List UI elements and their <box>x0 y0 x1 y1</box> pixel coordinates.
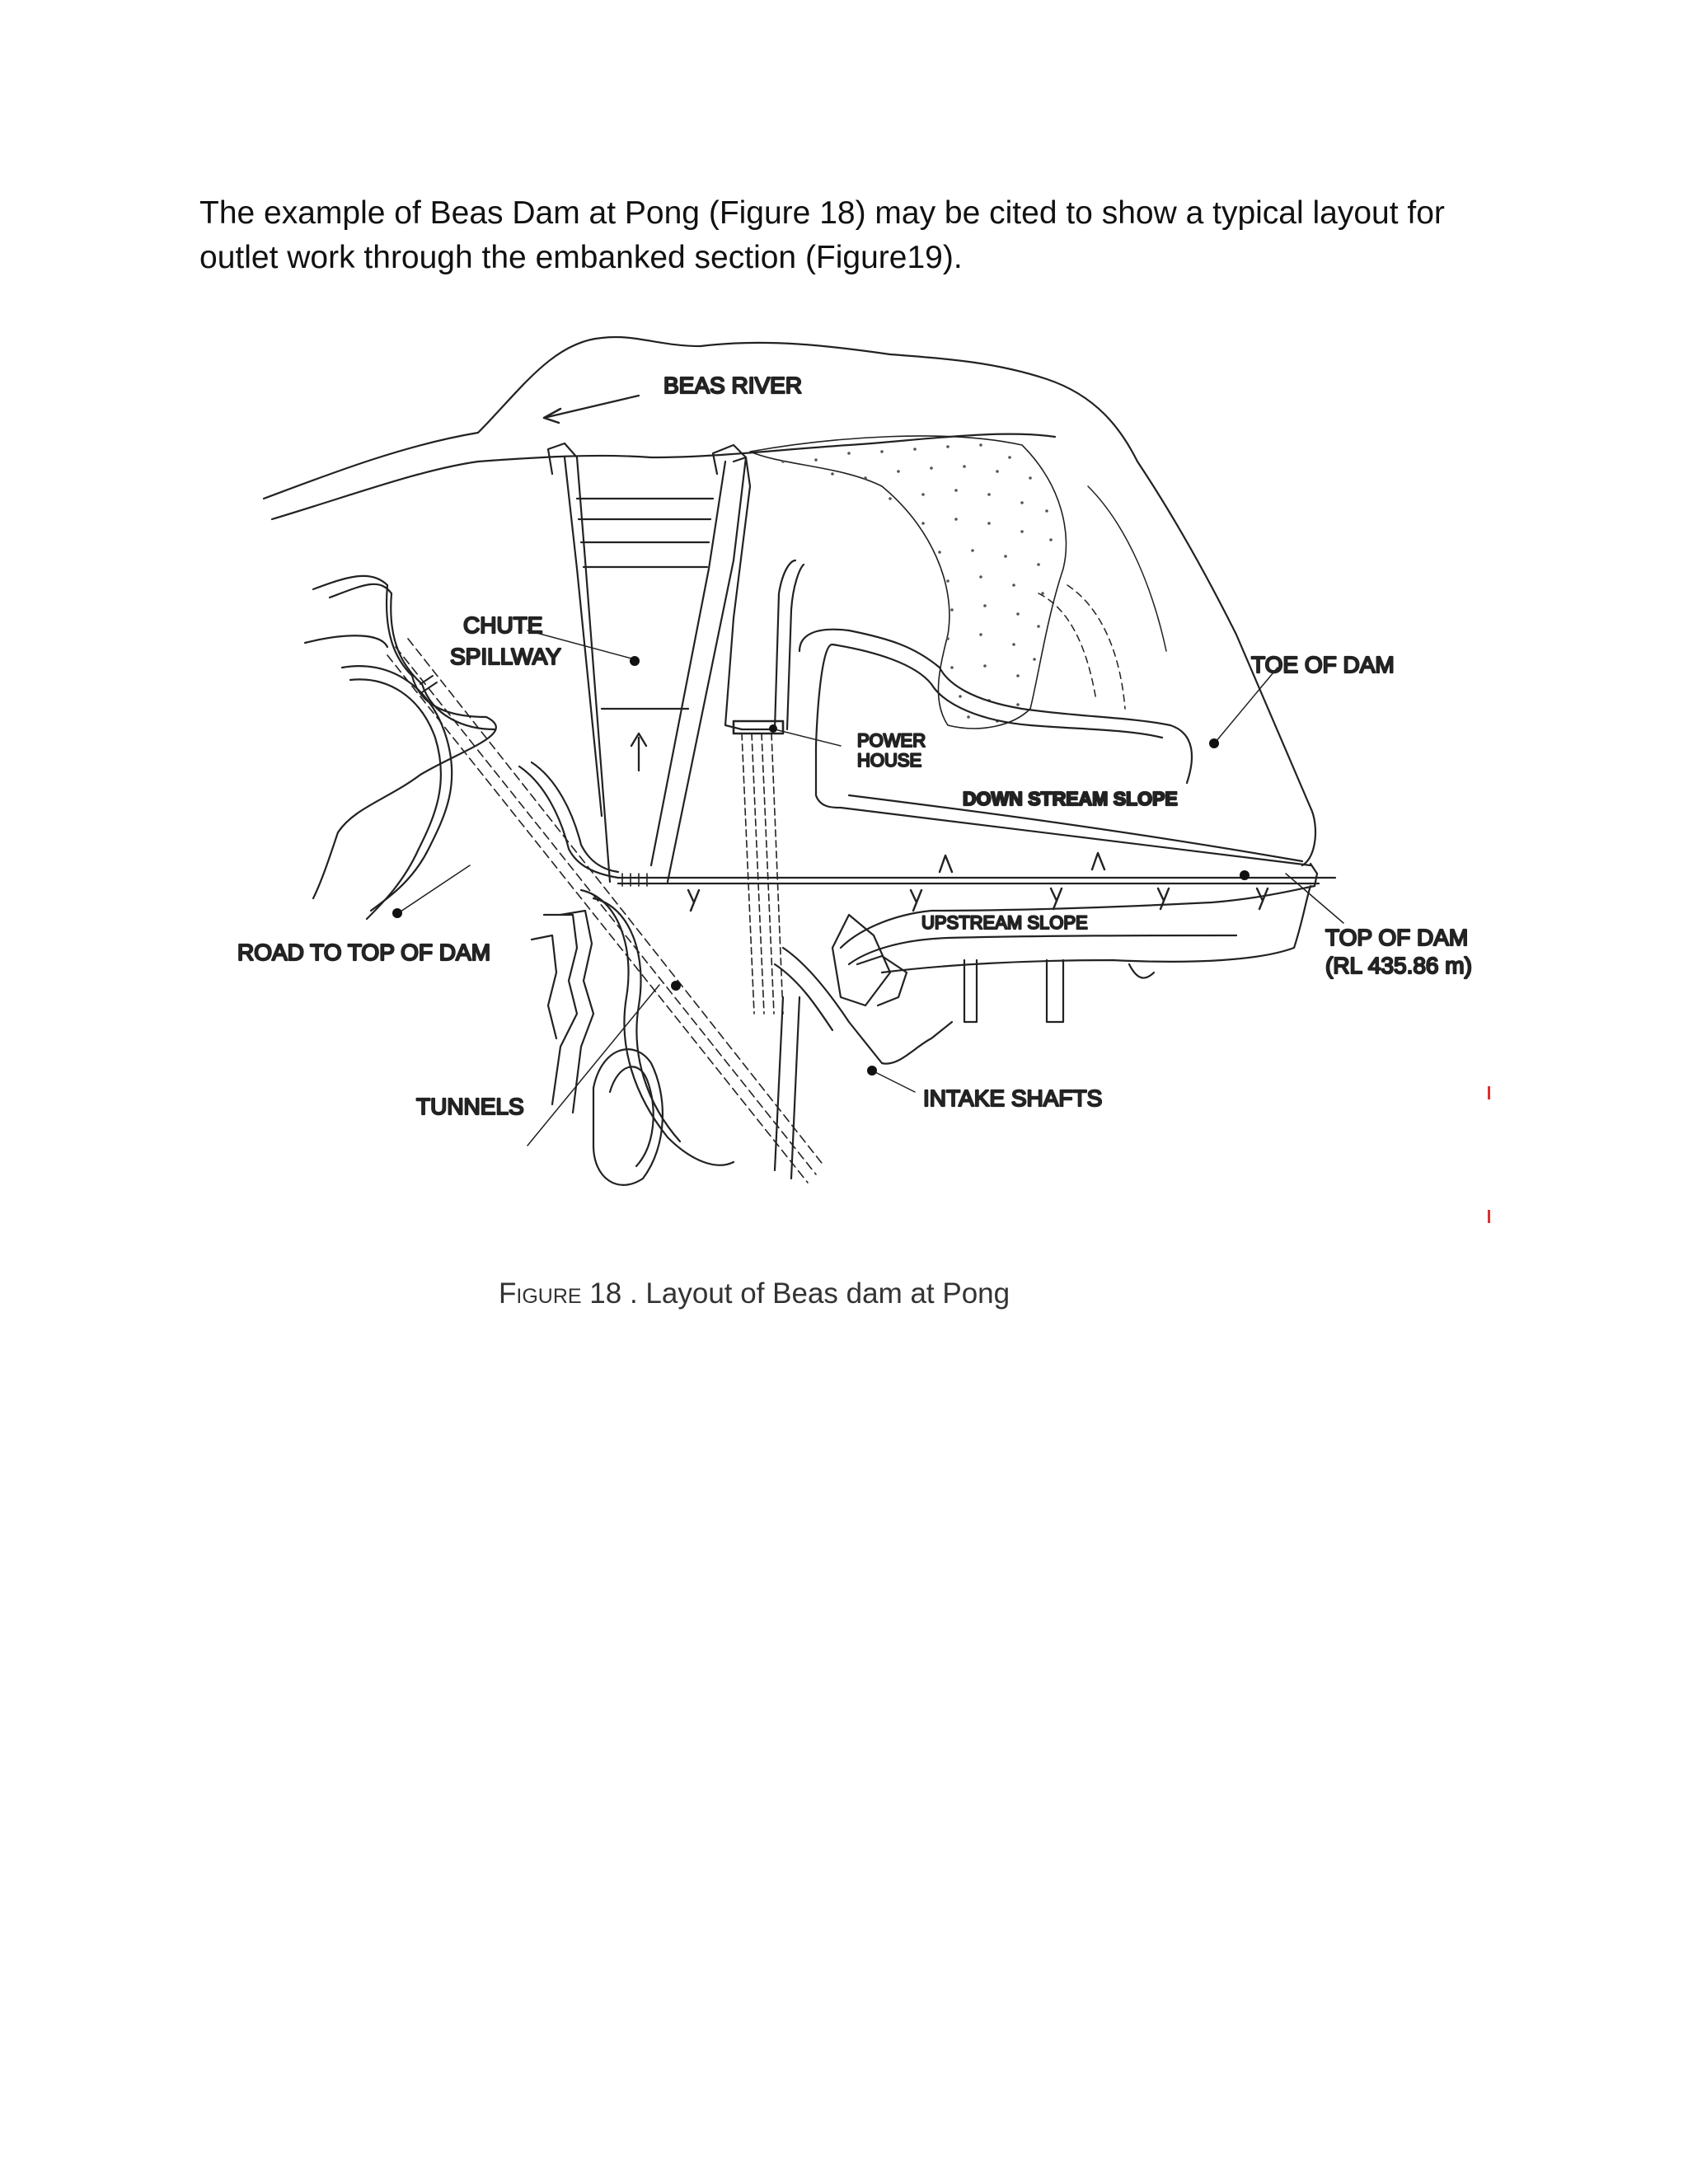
tunnel-1 <box>395 646 817 1175</box>
tunnel-2 <box>387 654 809 1183</box>
shaft-2 <box>1045 958 1065 1024</box>
callout-leaders <box>395 630 1344 1146</box>
contour-3 <box>1087 485 1167 652</box>
penstocks <box>741 733 784 1015</box>
intake-lines-2 <box>773 963 834 1032</box>
road-inner-switchback <box>349 678 443 921</box>
spillway-arrow <box>630 732 648 772</box>
road-to-dam-2 <box>530 761 620 874</box>
caption-number: 18 <box>589 1277 622 1310</box>
label-spillway: SPILLWAY <box>450 644 561 669</box>
intake-bay-2 <box>856 954 908 1007</box>
spillway-left-wall <box>546 442 612 883</box>
shaft-3 <box>1128 963 1156 979</box>
upstream-lower-edge <box>880 884 1312 974</box>
beas-dam-layout-figure: BEAS RIVER CHUTE SPILLWAY TOE OF DAM POW… <box>206 321 1492 1261</box>
power-house-block <box>732 719 785 735</box>
caption-text: . Layout of Beas dam at <box>629 1277 935 1310</box>
dam-crest-end <box>1309 862 1319 888</box>
road-switchback <box>340 665 453 912</box>
callout-dots <box>392 656 1250 1076</box>
caption-place: Pong <box>942 1277 1010 1310</box>
label-road-to-top-of-dam: ROAD TO TOP OF DAM <box>237 940 490 965</box>
label-down-stream-slope: DOWN STREAM SLOPE <box>963 788 1178 809</box>
red-margin-mark <box>1488 1086 1490 1099</box>
lower-lobe-inner <box>608 1066 654 1168</box>
valley-curve <box>579 888 735 1166</box>
label-upstream-slope: UPSTREAM SLOPE <box>921 912 1088 933</box>
downstream-loop-inner <box>814 643 1164 752</box>
downstream-slope-line <box>847 794 1304 863</box>
label-intake-shafts: INTAKE SHAFTS <box>923 1085 1102 1111</box>
road-top-left <box>303 635 389 649</box>
downstream-loop-outer <box>798 628 1193 785</box>
downstream-bottom-edge <box>814 748 1312 867</box>
terrace-2 <box>559 909 595 1114</box>
intake-bay <box>831 913 892 1007</box>
label-chute: CHUTE <box>463 612 542 638</box>
spillway-inner-left <box>563 456 603 818</box>
upstream-inner-edge <box>847 934 1238 966</box>
stipple-dots <box>781 443 1053 723</box>
paragraph-line-1: The example of Beas Dam at Pong (Figure … <box>199 195 1445 231</box>
river-inner-bank <box>270 433 1057 521</box>
stipple-region <box>749 435 1067 729</box>
spillway-right-wall <box>666 443 748 883</box>
label-beas-river: BEAS RIVER <box>663 373 802 398</box>
power-channel-right <box>785 563 805 731</box>
road-left-inner <box>328 583 496 731</box>
road-left-outer <box>312 574 497 900</box>
spillway-inner-right <box>649 460 727 867</box>
valley-curve-2 <box>592 897 682 1143</box>
road-to-dam <box>518 765 620 879</box>
upstream-outer-edge <box>839 884 1316 949</box>
terrace-1 <box>542 913 579 1106</box>
intro-paragraph: The example of Beas Dam at Pong (Figure … <box>199 191 1518 280</box>
label-power: POWER <box>857 730 926 751</box>
lower-lobe <box>592 1048 664 1186</box>
tunnel-3 <box>407 638 825 1167</box>
river-outline <box>262 335 1317 867</box>
power-channel <box>740 559 797 731</box>
label-tunnels: TUNNELS <box>416 1094 524 1119</box>
shaft-1 <box>963 958 978 1024</box>
figure-caption: Figure 18 . Layout of Beas dam at Pong <box>499 1277 1010 1310</box>
river-arrow <box>542 394 640 419</box>
label-house: HOUSE <box>857 750 921 771</box>
terrace-3 <box>530 934 558 1040</box>
river-arrowhead <box>542 407 562 424</box>
contour-dashed-1 <box>1038 593 1097 701</box>
label-top-of-dam-rl: (RL 435.86 m) <box>1325 953 1472 978</box>
crest-tick-marks <box>621 873 648 887</box>
slope-symbols <box>687 851 1269 912</box>
layout-drawing: BEAS RIVER CHUTE SPILLWAY TOE OF DAM POW… <box>237 335 1473 1186</box>
paragraph-line-2: outlet work through the embanked section… <box>199 240 963 275</box>
intake-lines <box>781 946 954 1065</box>
label-top-of-dam: TOP OF DAM <box>1325 925 1468 950</box>
red-margin-mark <box>1488 1210 1490 1223</box>
spillway-right-channel <box>724 456 752 731</box>
intake-lines-bottom <box>773 996 801 1180</box>
contour-dashed-2 <box>1067 584 1126 710</box>
caption-figure-word: Figure <box>499 1277 582 1310</box>
spillway-bucket-lines <box>575 497 715 569</box>
label-toe-of-dam: TOE OF DAM <box>1251 652 1395 677</box>
